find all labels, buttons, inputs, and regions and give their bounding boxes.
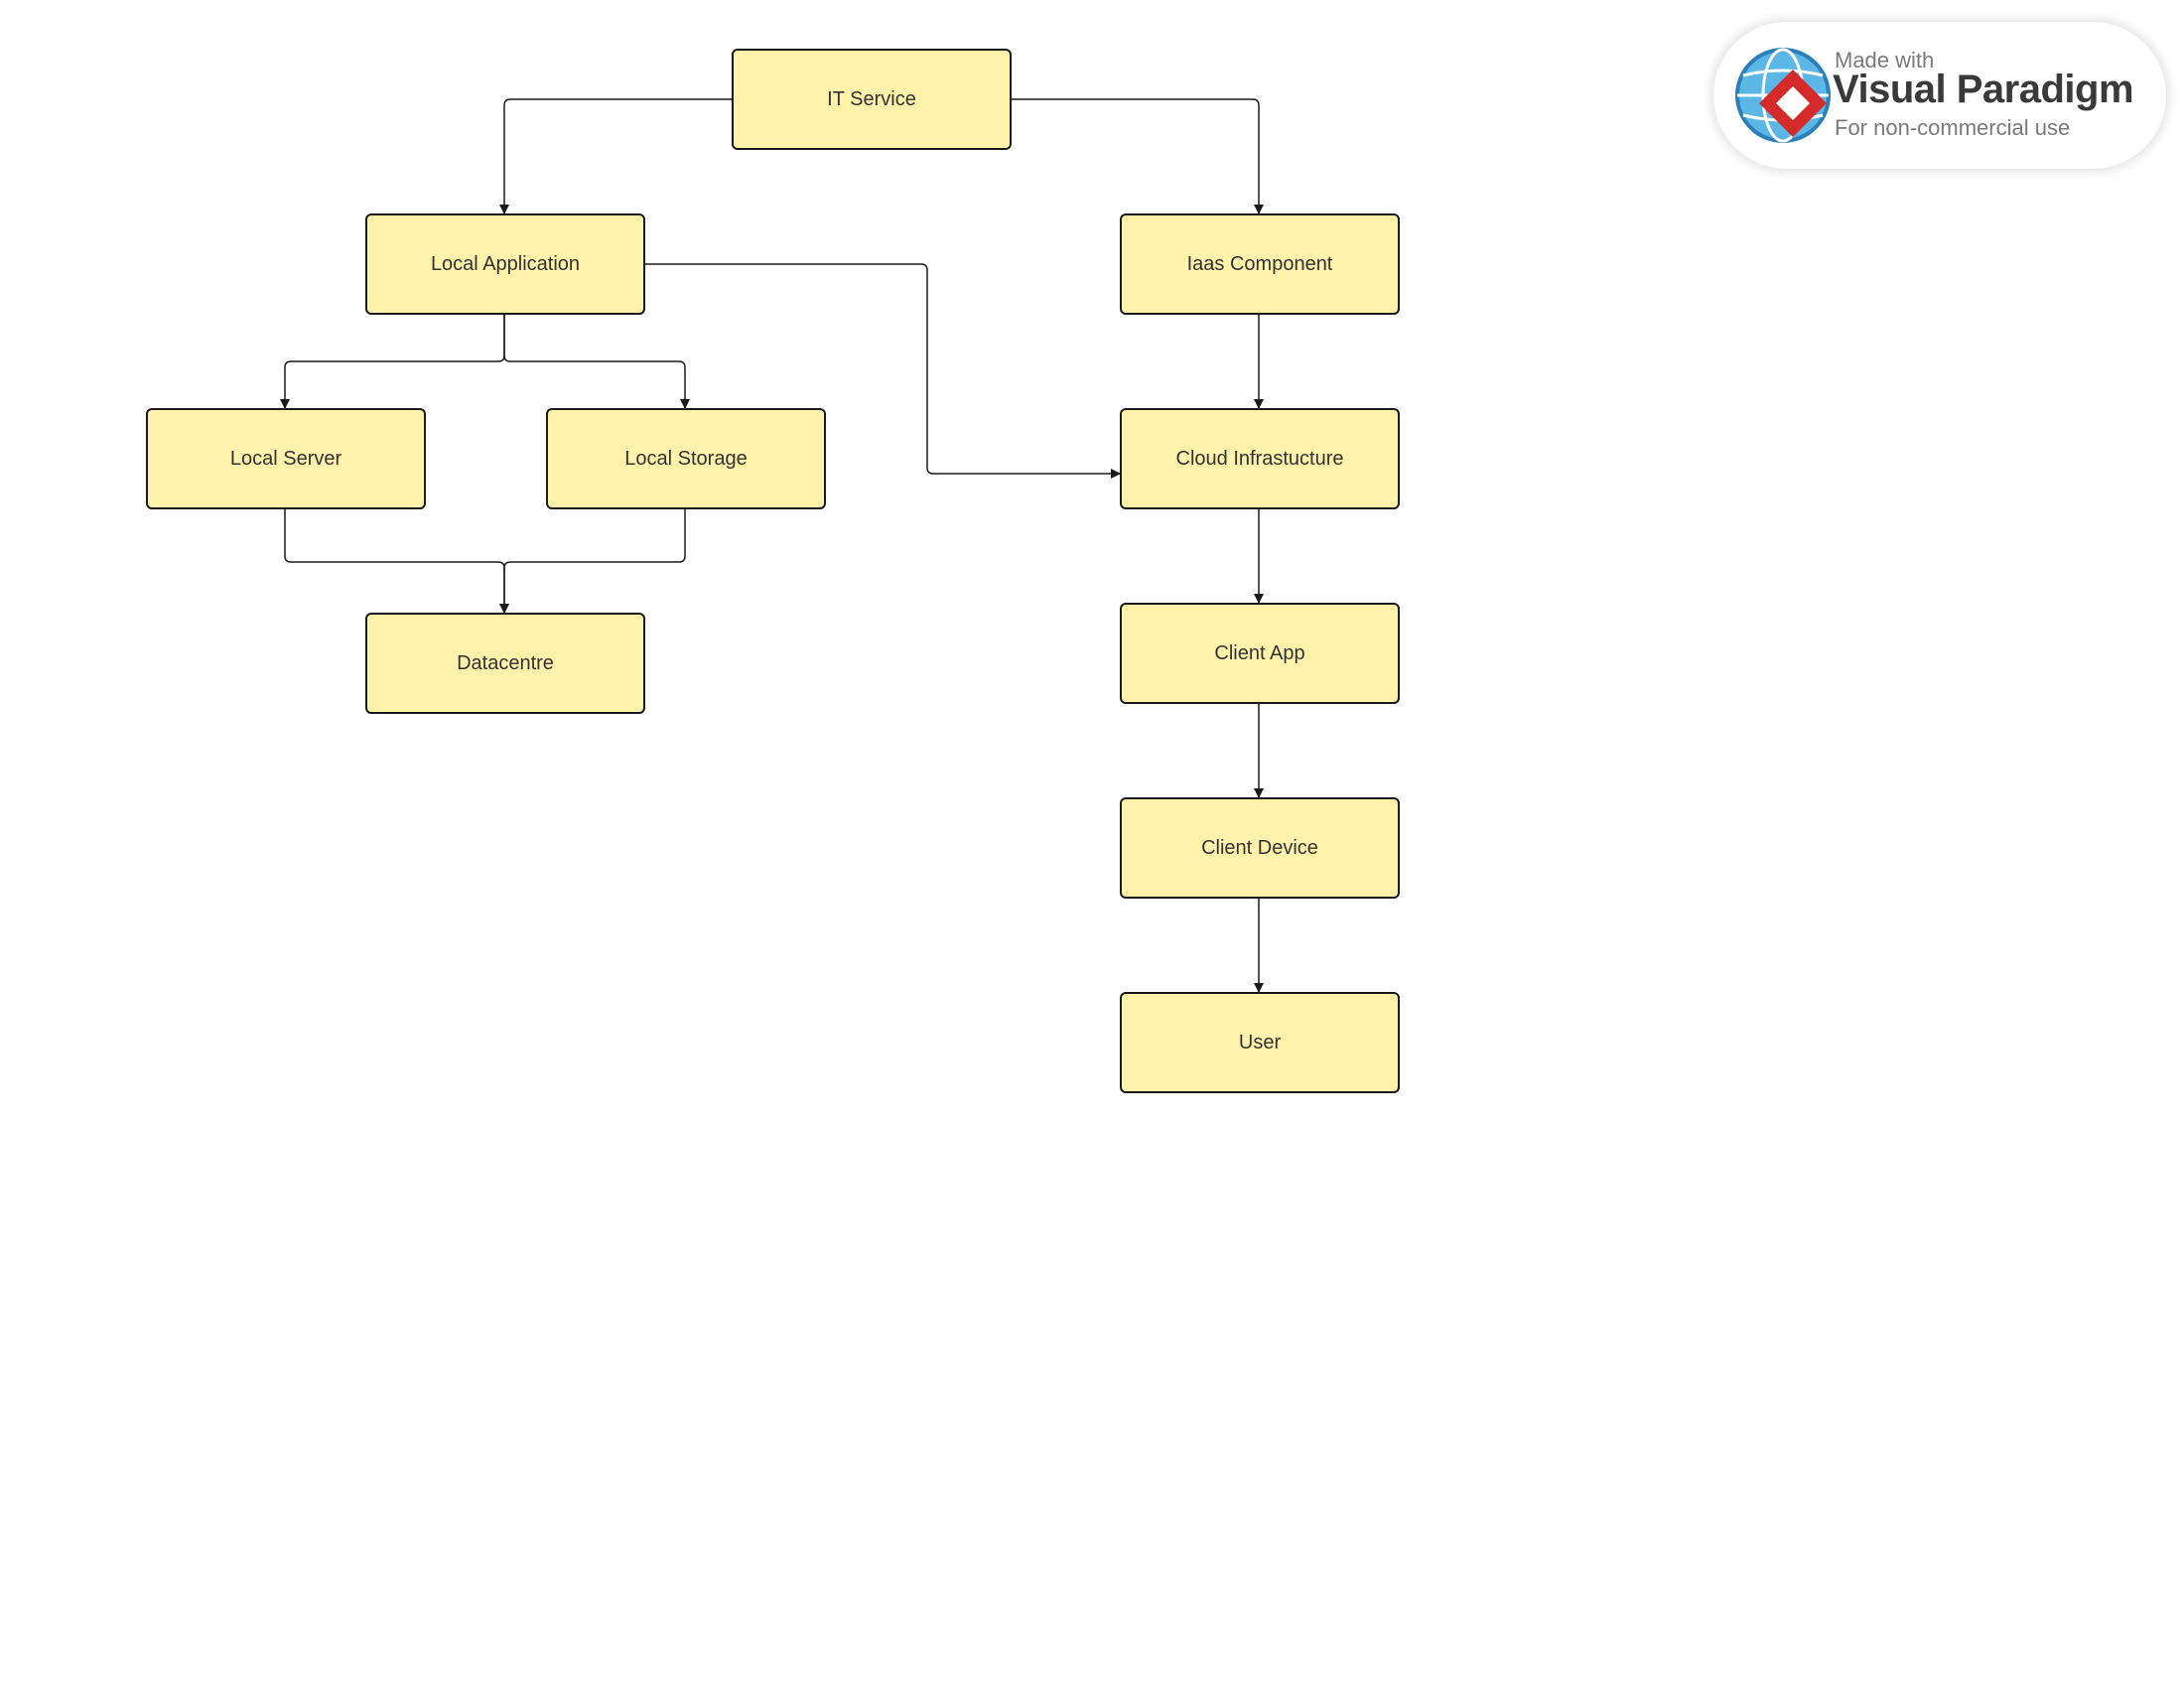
node-label: Local Server xyxy=(230,448,342,470)
edge-local-storage-to-datacentre xyxy=(499,508,686,614)
node-user[interactable]: User xyxy=(1120,992,1400,1093)
edge-local-application-to-cloud-infrastucture xyxy=(644,263,1121,479)
arrowhead xyxy=(1254,594,1264,604)
node-box[interactable] xyxy=(1120,992,1400,1093)
edge-iaas-component-to-cloud-infrastucture xyxy=(1254,314,1264,409)
watermark-made-with: Made with xyxy=(1835,48,1935,72)
edge-line xyxy=(284,314,505,409)
node-it-service[interactable]: IT Service xyxy=(732,49,1012,150)
node-local-application[interactable]: Local Application xyxy=(365,213,645,315)
arrowhead xyxy=(499,205,509,214)
node-cloud-infrastucture[interactable]: Cloud Infrastucture xyxy=(1120,408,1400,509)
edge-cloud-infrastucture-to-client-app xyxy=(1254,508,1264,604)
edge-line xyxy=(503,314,686,409)
watermark-brand: Visual Paradigm xyxy=(1833,68,2134,111)
node-box[interactable] xyxy=(1120,603,1400,704)
watermark-badge: Made with Visual Paradigm For non-commer… xyxy=(1713,22,2166,169)
arrowhead xyxy=(1254,983,1264,993)
node-label: Cloud Infrastucture xyxy=(1176,448,1344,470)
node-iaas-component[interactable]: Iaas Component xyxy=(1120,213,1400,315)
node-box[interactable] xyxy=(146,408,426,509)
node-client-device[interactable]: Client Device xyxy=(1120,797,1400,899)
edge-line xyxy=(644,263,1121,475)
node-box[interactable] xyxy=(365,213,645,315)
edges-layer xyxy=(280,98,1264,993)
edge-local-application-to-local-server xyxy=(280,314,505,409)
node-label: IT Service xyxy=(827,88,916,110)
edge-line xyxy=(503,508,686,614)
node-box[interactable] xyxy=(1120,213,1400,315)
node-box[interactable] xyxy=(1120,408,1400,509)
arrowhead xyxy=(499,604,509,614)
node-label: Local Application xyxy=(431,253,580,275)
edge-line xyxy=(503,98,733,214)
arrowhead xyxy=(1111,469,1121,479)
node-box[interactable] xyxy=(1120,797,1400,899)
arrowhead xyxy=(680,399,690,409)
node-client-app[interactable]: Client App xyxy=(1120,603,1400,704)
arrowhead xyxy=(1254,399,1264,409)
edge-client-app-to-client-device xyxy=(1254,703,1264,798)
edge-client-device-to-user xyxy=(1254,898,1264,993)
node-datacentre[interactable]: Datacentre xyxy=(365,613,645,714)
node-box[interactable] xyxy=(732,49,1012,150)
arrowhead xyxy=(280,399,290,409)
node-local-storage[interactable]: Local Storage xyxy=(546,408,826,509)
edge-local-server-to-datacentre xyxy=(284,508,509,614)
node-label: Client App xyxy=(1214,642,1304,664)
node-local-server[interactable]: Local Server xyxy=(146,408,426,509)
watermark-note: For non-commercial use xyxy=(1835,115,2071,140)
edge-it-service-to-iaas-component xyxy=(1011,98,1264,214)
node-label: Client Device xyxy=(1201,837,1318,859)
node-label: Local Storage xyxy=(624,448,747,470)
arrowhead xyxy=(1254,788,1264,798)
edge-line xyxy=(1011,98,1260,214)
node-label: User xyxy=(1239,1032,1282,1054)
node-label: Iaas Component xyxy=(1187,253,1333,275)
edge-line xyxy=(284,508,505,614)
node-box[interactable] xyxy=(546,408,826,509)
node-label: Datacentre xyxy=(457,652,554,674)
edge-local-application-to-local-storage xyxy=(503,314,690,409)
edge-it-service-to-local-application xyxy=(499,98,733,214)
arrowhead xyxy=(1254,205,1264,214)
globe-logo-icon xyxy=(1735,48,1831,143)
node-box[interactable] xyxy=(365,613,645,714)
